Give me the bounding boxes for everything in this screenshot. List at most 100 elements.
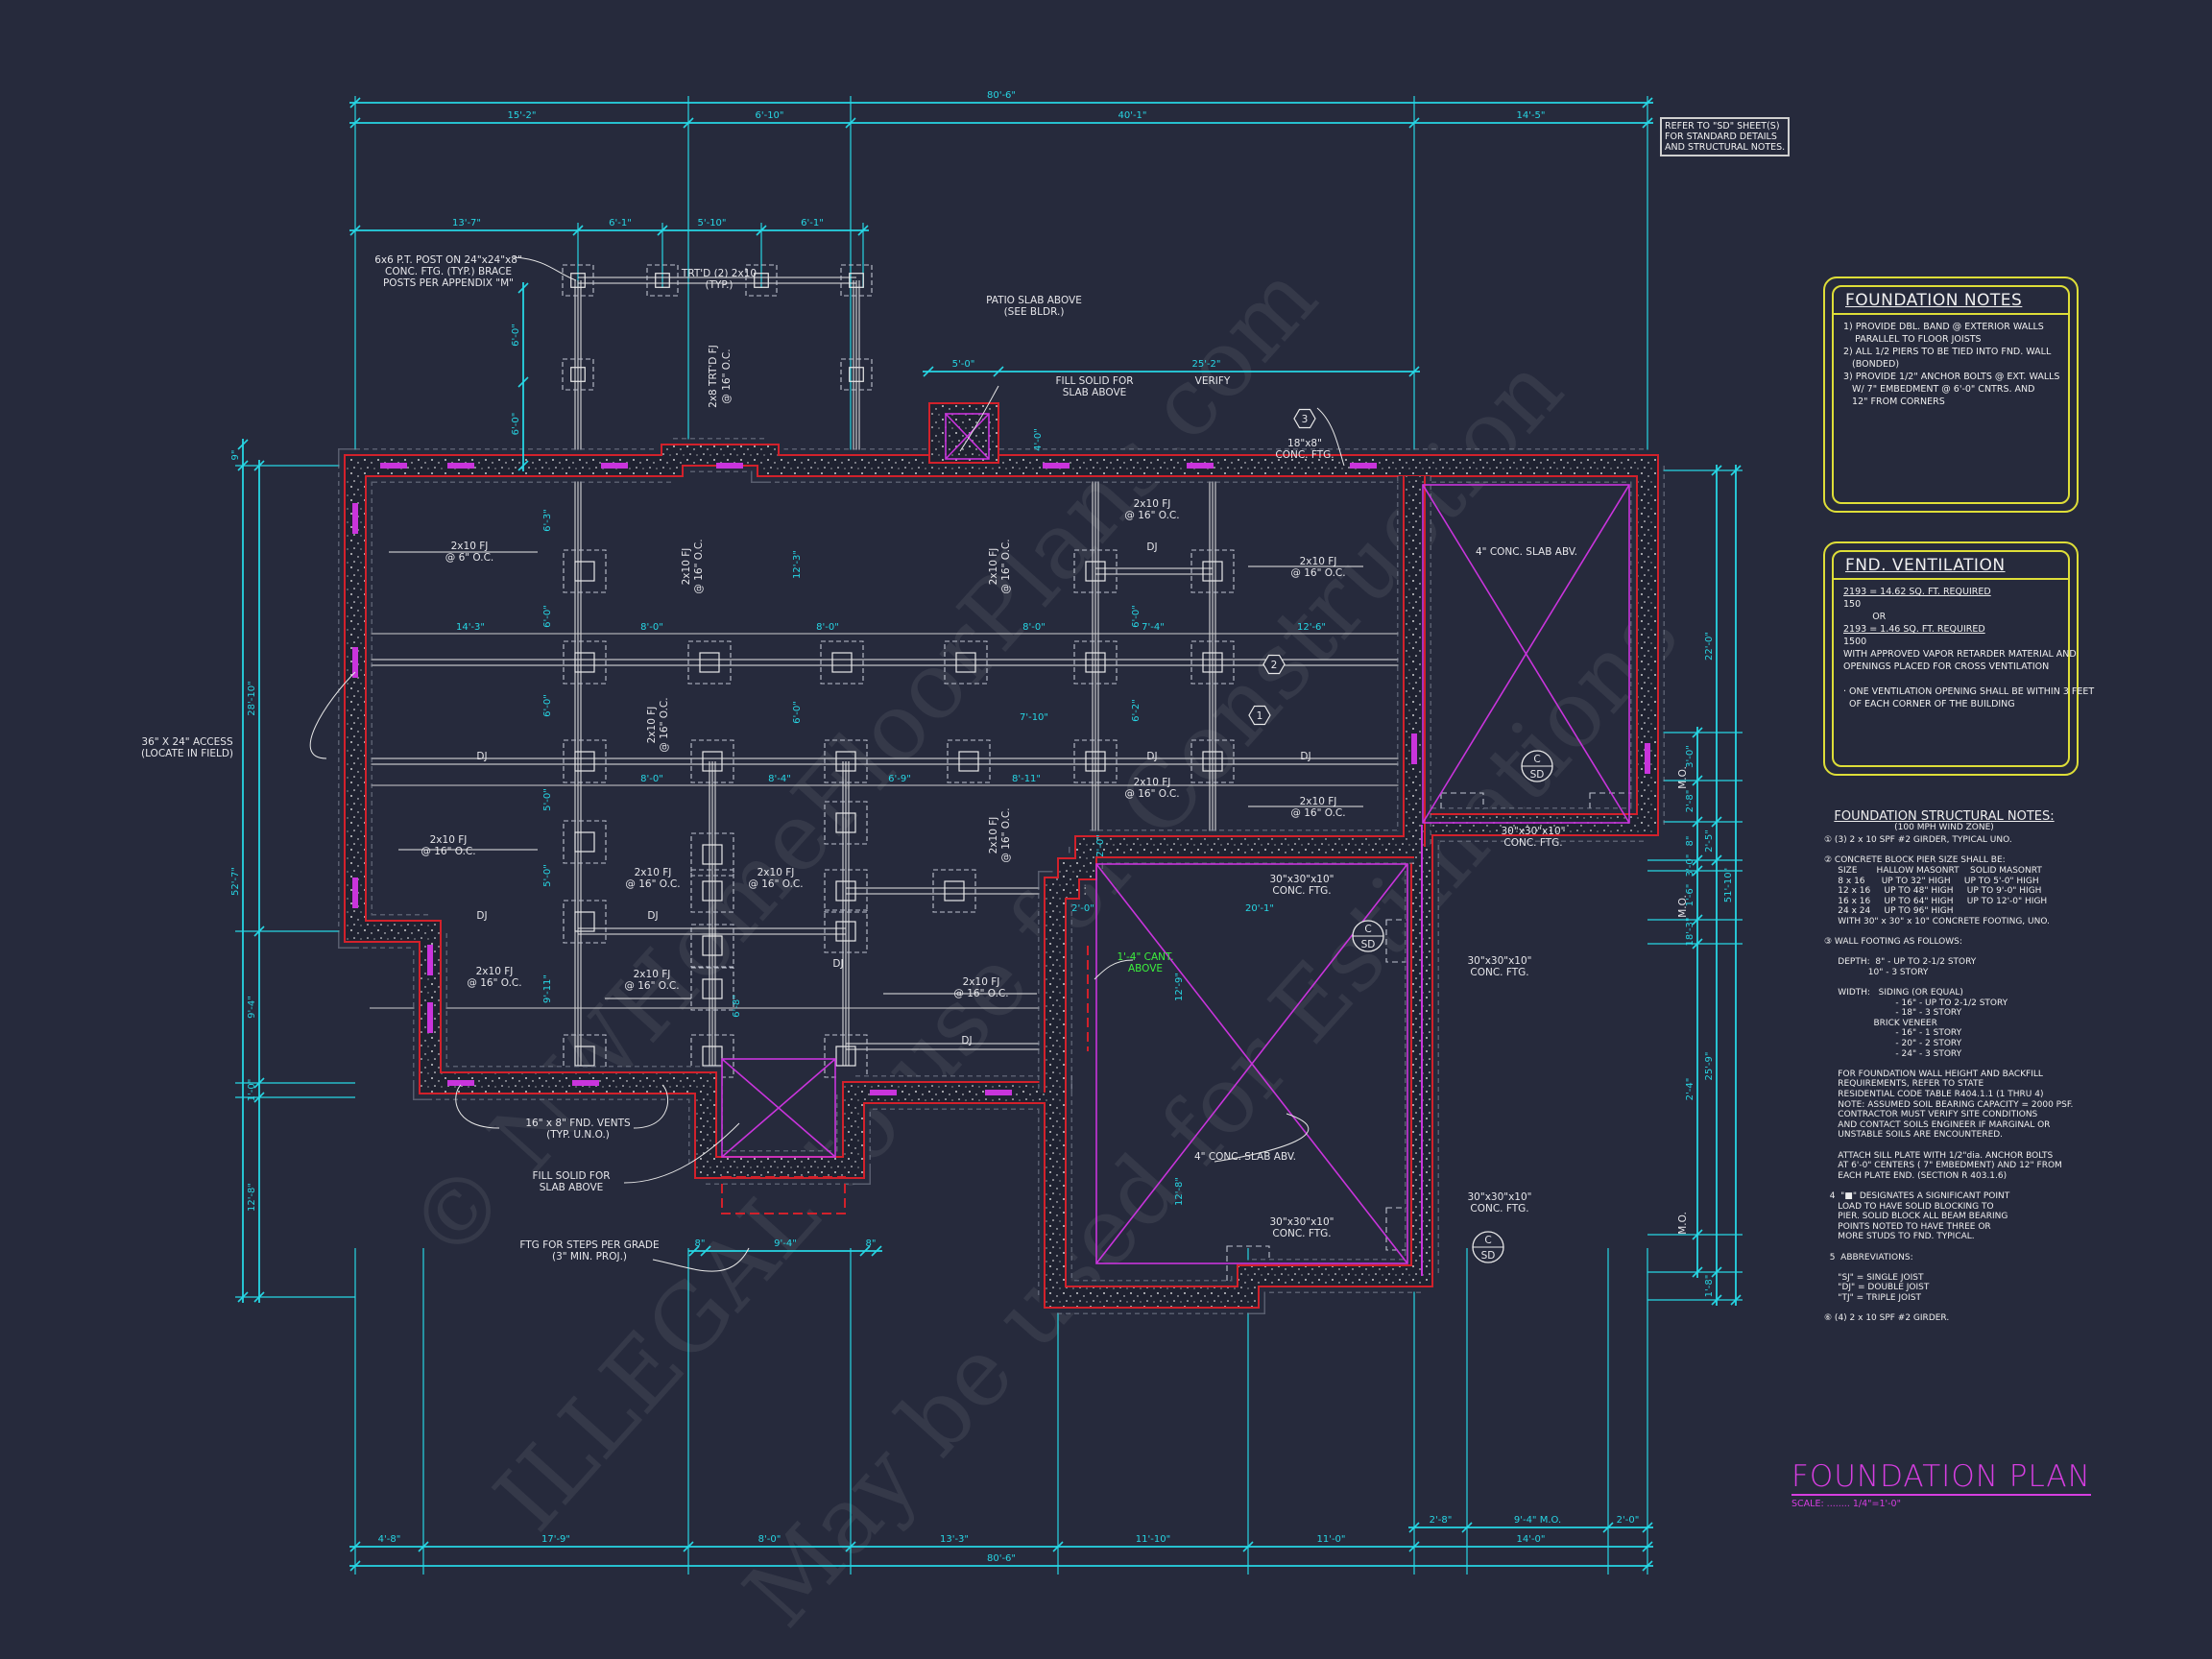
dimension-label: 80'-6" [987,1553,1016,1564]
pier [570,273,586,288]
dimension-tick [1642,97,1653,108]
interior-dimension: 6'-0" [542,605,553,628]
interior-dimension: 8'-11" [1012,774,1041,784]
structural-note-line: "TJ" = TRIPLE JOIST [1824,1292,1921,1303]
joist-label: @ 16" O.C. [1000,539,1012,593]
dimension-label: 9'-4" M.O. [1514,1515,1561,1526]
interior-dimension: 6'-0" [1131,605,1142,628]
structural-note-line: - 18" - 3 STORY [1824,1008,1962,1019]
slab-area [721,1058,836,1158]
pier-footing [947,739,991,783]
dimension-tick [1642,1522,1653,1533]
interior-dimension: 6'-9" [888,774,911,784]
dimension-tick [1642,117,1653,129]
dimension-tick [1242,1541,1254,1552]
pier [699,652,720,673]
interior-dimension: 8'-0" [816,622,839,633]
porch-joist-label: 2x8 TRT'D FJ [708,345,719,408]
callout-number: 1 [1257,710,1263,722]
dimension-label: 28'-10" [247,681,257,715]
annotations: 6x6 P.T. POST ON 24"x24"x8"CONC. FTG. (T… [141,254,1689,1272]
structural-note-line [1824,1262,2112,1273]
structural-note-line: 5 ABBREVIATIONS: [1824,1252,1913,1262]
pier [702,751,723,772]
reference-line: FOR STANDARD DETAILS [1665,132,1777,142]
fill-solid-note: SLAB ABOVE [540,1182,604,1193]
joist-label: 2x10 FJ [757,867,795,878]
structural-note-line: WIDTH: SIDING (OR EQUAL) [1824,988,1963,998]
structural-note-line [1824,1141,2112,1151]
patio-slab-note: (SEE BLDR.) [1004,306,1065,318]
dimension-label: 40'-1" [1118,110,1146,121]
slab-x [1422,484,1630,824]
pier [849,273,864,288]
structural-note-line: CONTRACTOR MUST VERIFY SITE CONDITIONS [1824,1110,2038,1120]
structural-note-line: MORE STUDS TO FND. TYPICAL. [1824,1232,1975,1242]
slab-area [945,413,990,460]
dimension-tick [1692,1266,1703,1278]
ventilation-line: WITH APPROVED VAPOR RETARDER MATERIAL AN… [1843,649,2077,660]
structural-note-line: BRICK VENEER [1824,1018,1937,1028]
section-letter: C [1364,924,1371,935]
callout-number: 3 [1302,414,1309,425]
dimension-label: 2'-4" [1685,1078,1695,1101]
leader-line [513,256,577,281]
joist-label: @ 16" O.C. [693,539,705,593]
ventilation-line: OF EACH CORNER OF THE BUILDING [1843,699,2015,709]
leader-line [959,385,999,452]
dimension-label: 2'-8" [1685,790,1695,813]
concrete-footing-note: 30"x30"x10" [1270,874,1334,885]
dimension-tick [683,117,694,129]
interior-dimension: 8'-4" [768,774,791,784]
pier [570,367,586,382]
pier [655,273,670,288]
concrete-footing-note: 30"x30"x10" [1468,1191,1532,1203]
dimension-label: 2'-8" [1430,1515,1453,1526]
dimension-tick [700,1245,711,1257]
concrete-footing-note: 30"x30"x10" [1502,826,1566,837]
dimension-tick [683,1541,694,1552]
dimension-tick [237,439,249,450]
dimension-label: 11'-10" [1136,1534,1170,1545]
dimension-tick [1692,938,1703,950]
dimension-label: 8" [866,1238,877,1249]
dimension-tick [1711,1294,1722,1306]
interior-dimension: 5'-0" [542,788,553,811]
dimension-label: 15'-2" [507,110,536,121]
pier [1202,751,1223,772]
structural-notes-body: ① (3) 2 x 10 SPF #2 GIRDER, TYPICAL UNO.… [1824,835,2112,1324]
verify-note: VERIFY [1195,375,1231,387]
pier [835,1046,856,1067]
structural-note-line: SIZE HALLOW MASONRT SOLID MASONRT [1824,865,2042,876]
pier-footing [687,640,732,685]
step-footing [721,1176,846,1214]
dimension-tick [253,926,265,937]
dimension-tick [1730,465,1742,476]
pier [955,652,976,673]
pier-footing [1190,739,1235,783]
pier-footing [824,801,868,845]
leader-line [309,671,356,759]
fill-solid-note: FILL SOLID FOR [1055,375,1133,387]
dimension-tick [857,225,869,236]
dimension-label: 13'-3" [940,1534,969,1545]
structural-note-line: WITH 30" x 30" x 10" CONCRETE FOOTING, U… [1824,916,2050,926]
double-joist-label: DJ [476,910,487,922]
dimension-tick [253,1077,265,1089]
ventilation-line: 150 [1843,599,1862,610]
joist-label: @ 16" O.C. [625,878,680,890]
structural-note-line: 8 x 16 UP TO 32" HIGH UP TO 5'-0" HIGH [1824,876,2039,886]
joist-label: 2x10 FJ [635,867,672,878]
interior-dimension: 6'-2" [1131,699,1142,722]
joist-label: @ 16" O.C. [1290,807,1345,819]
structural-note-line [1824,1242,2112,1253]
joist-label: @ 16" O.C. [421,846,475,857]
interior-dimension: 8'-0" [1022,622,1046,633]
concrete-footing-note: CONC. FTG. [1272,1228,1331,1239]
post-note: CONC. FTG. (TYP.) BRACE [385,266,512,277]
dimension-tick [253,1291,265,1303]
dimension-tick [1408,366,1420,377]
dimension-label: 25'-9" [1704,1051,1715,1080]
structural-note-line: 4 "■" DESIGNATES A SIGNIFICANT POINT [1824,1190,2010,1201]
